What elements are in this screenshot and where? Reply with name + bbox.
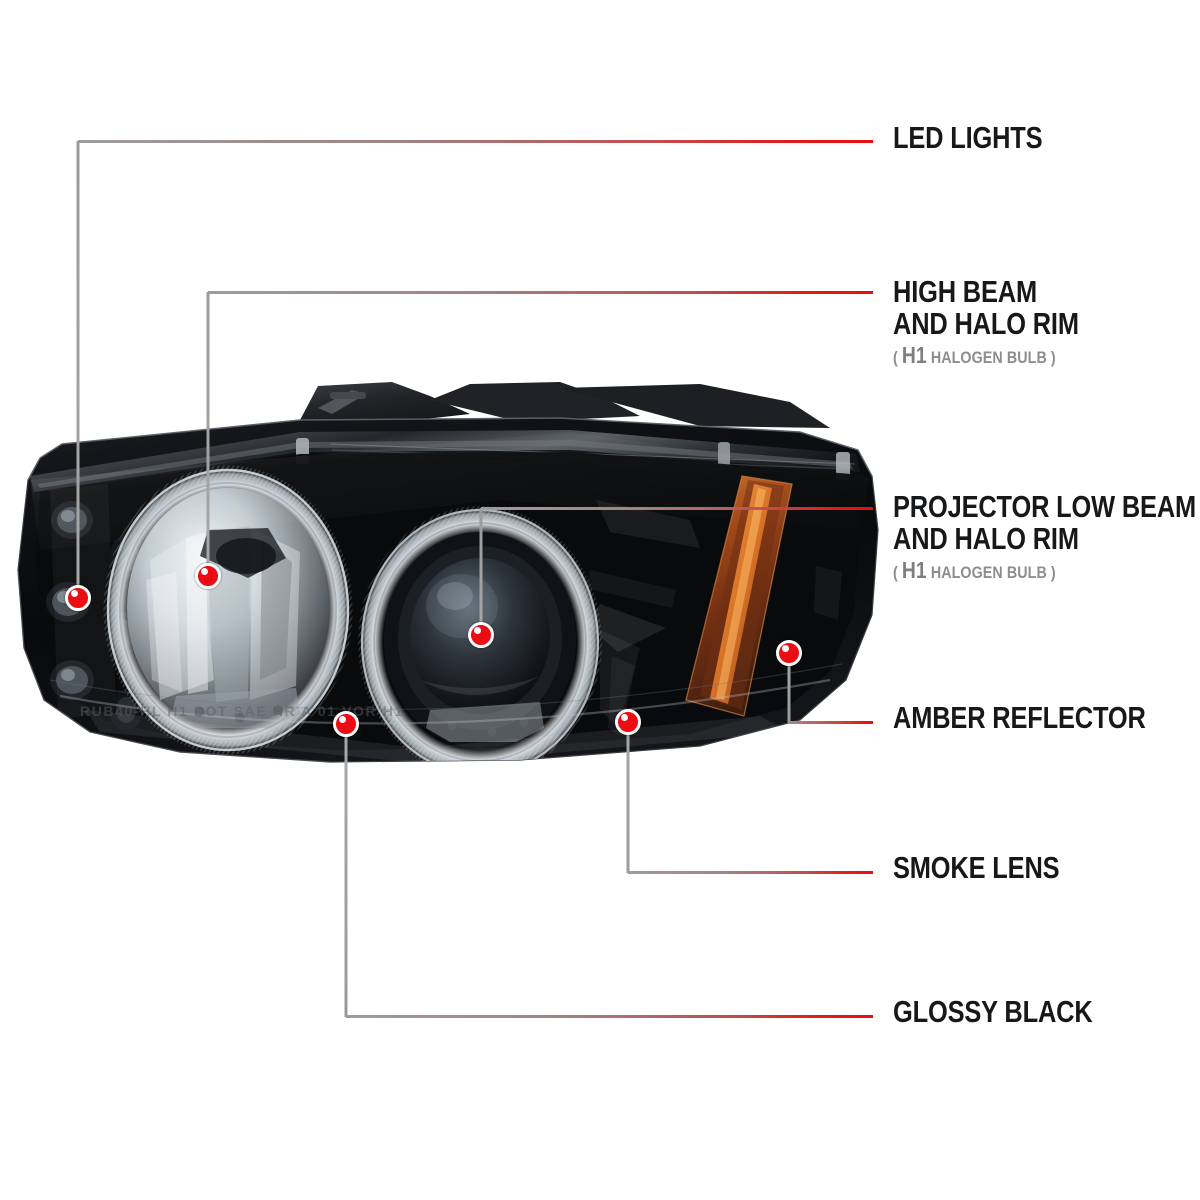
leader-line-horizontal-amber-reflector xyxy=(789,721,873,724)
leader-line-horizontal-smoke-lens xyxy=(628,871,873,874)
callout-glossy-black: GLOSSY BLACK xyxy=(893,996,1136,1028)
marker-glossy-black[interactable] xyxy=(333,711,359,737)
callout-projector-title-line2: AND HALO RIM xyxy=(893,520,1079,556)
bulb-collar xyxy=(172,688,300,728)
bulb-type-high-beam: H1 xyxy=(901,342,927,369)
leader-line-vertical-smoke-lens xyxy=(626,722,630,873)
marker-high-beam[interactable] xyxy=(195,563,221,589)
paren-open: ( xyxy=(893,563,898,583)
callout-smoke-lens: SMOKE LENS xyxy=(893,852,1096,884)
leader-line-horizontal-projector xyxy=(481,507,873,510)
bulb-type-projector: H1 xyxy=(901,557,927,584)
leader-line-vertical-projector xyxy=(479,508,483,635)
callout-high-beam-subtitle: ( H1 HALOGEN BULB ) xyxy=(893,342,1083,369)
paren-open: ( xyxy=(893,348,898,368)
leader-line-vertical-glossy-black xyxy=(344,724,348,1017)
callout-led-lights-title: LED LIGHTS xyxy=(893,120,1043,155)
callout-high-beam-title-line2: AND HALO RIM xyxy=(893,305,1079,341)
marker-led-lights[interactable] xyxy=(65,585,91,611)
led-pod-bottom xyxy=(50,660,94,700)
callout-smoke-lens-title: SMOKE LENS xyxy=(893,850,1060,885)
callout-projector-title-line1: PROJECTOR LOW BEAM xyxy=(893,489,1197,524)
headlight-product-image: RUB40-HL H1 DOT SAE HR A 01 VOR H1 xyxy=(0,380,900,780)
callout-projector-low-beam-and-halo-rim: PROJECTOR LOW BEAM AND HALO RIM ( H1 HAL… xyxy=(893,491,1200,583)
marker-amber-reflector[interactable] xyxy=(776,640,802,666)
callout-glossy-black-title: GLOSSY BLACK xyxy=(893,994,1093,1029)
callout-high-beam-title-line1: HIGH BEAM xyxy=(893,274,1037,309)
headlight-illustration: RUB40-HL H1 DOT SAE HR A 01 VOR H1 xyxy=(17,382,879,763)
bulb-desc-projector: HALOGEN BULB xyxy=(930,563,1047,583)
callout-high-beam-and-halo-rim: HIGH BEAM AND HALO RIM ( H1 HALOGEN BULB… xyxy=(893,276,1120,368)
leader-line-vertical-high-beam xyxy=(206,292,210,576)
amber-reflector-element xyxy=(685,475,793,717)
callout-projector-subtitle: ( H1 HALOGEN BULB ) xyxy=(893,557,1200,584)
callout-amber-reflector: AMBER REFLECTOR xyxy=(893,702,1200,734)
callout-led-lights: LED LIGHTS xyxy=(893,122,1075,154)
mounting-brackets xyxy=(300,382,830,428)
paren-close: ) xyxy=(1050,563,1056,583)
leader-line-vertical-amber-reflector xyxy=(787,653,791,723)
lens-gloss-highlight xyxy=(30,432,870,550)
leader-line-horizontal-high-beam xyxy=(208,291,873,294)
leader-line-horizontal-glossy-black xyxy=(346,1015,873,1018)
high-beam-assembly xyxy=(103,465,353,755)
lower-rim-edge xyxy=(59,678,831,725)
callout-amber-reflector-title: AMBER REFLECTOR xyxy=(893,700,1146,735)
marker-projector-low-beam[interactable] xyxy=(468,622,494,648)
leader-line-vertical-led-lights xyxy=(76,141,80,598)
marker-smoke-lens[interactable] xyxy=(615,709,641,735)
dot-certification-marking: RUB40-HL H1 DOT SAE HR A 01 VOR H1 xyxy=(80,703,404,719)
bulb-desc-high-beam: HALOGEN BULB xyxy=(930,348,1047,368)
paren-close: ) xyxy=(1050,348,1056,368)
amber-bead-texture xyxy=(716,488,766,700)
leader-line-horizontal-led-lights xyxy=(78,140,873,143)
